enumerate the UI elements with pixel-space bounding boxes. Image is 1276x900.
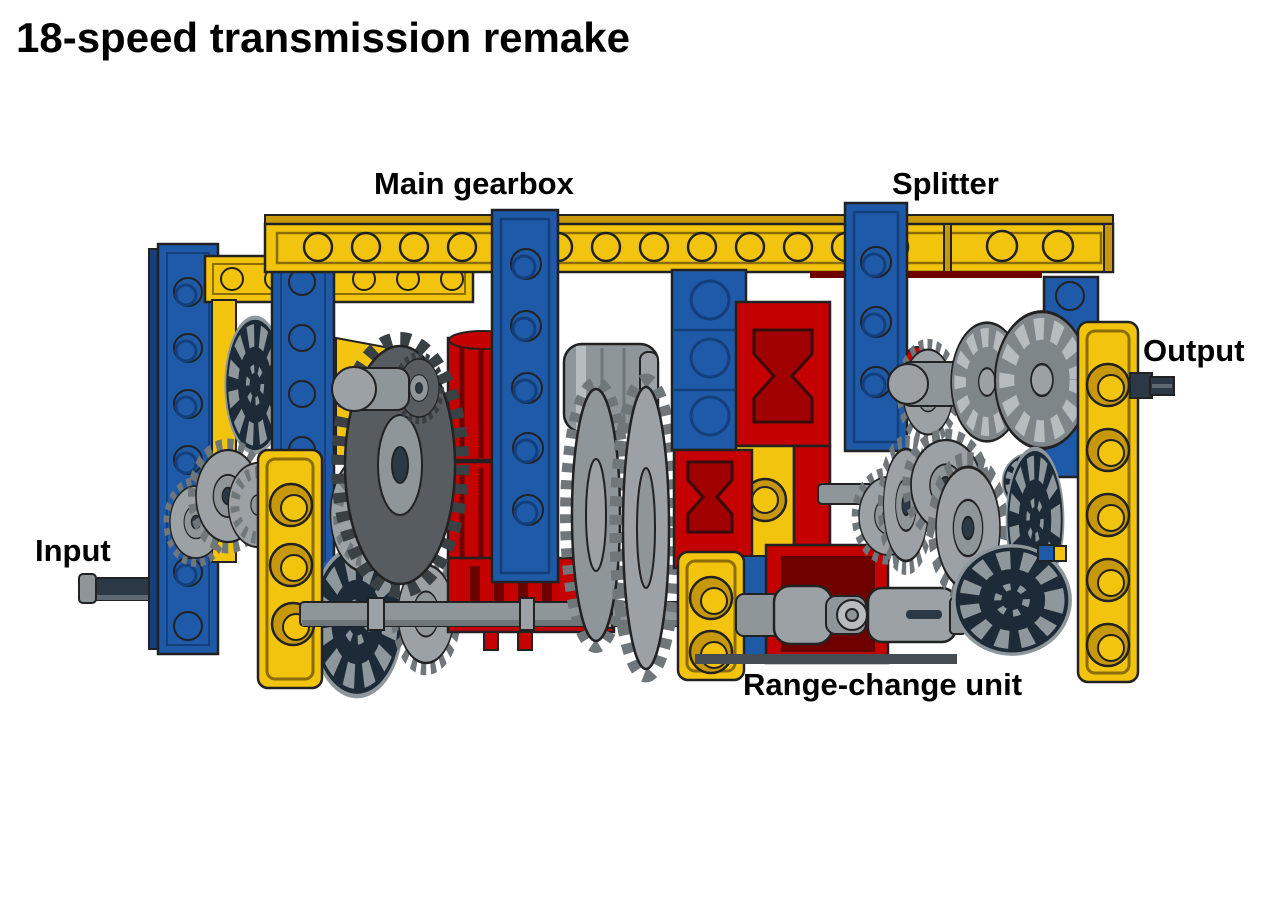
right-yellow-liftarm bbox=[1076, 320, 1140, 684]
page-title: 18-speed transmission remake bbox=[16, 14, 630, 61]
label-input: Input bbox=[35, 533, 111, 568]
output-axle bbox=[1129, 372, 1175, 399]
label-splitter: Splitter bbox=[892, 166, 999, 201]
splitter-gears bbox=[817, 312, 1089, 597]
label-output: Output bbox=[1143, 333, 1245, 368]
red-catch-brick bbox=[672, 448, 754, 570]
base-plate-shadow bbox=[695, 654, 957, 664]
splitter-beam-blue bbox=[843, 201, 909, 453]
left-yellow-liftarm bbox=[256, 448, 324, 690]
main-gear-large bbox=[609, 373, 683, 683]
label-range-change: Range-change unit bbox=[743, 667, 1023, 702]
main-gear-mid bbox=[560, 377, 632, 653]
axle-stub-left bbox=[331, 366, 410, 412]
center-right-bricks-blue bbox=[670, 268, 748, 452]
center-beam-blue bbox=[490, 208, 560, 584]
top-frame-beam bbox=[263, 214, 1115, 278]
label-main-gearbox: Main gearbox bbox=[374, 166, 574, 201]
range-change-dark-gears bbox=[954, 449, 1070, 654]
